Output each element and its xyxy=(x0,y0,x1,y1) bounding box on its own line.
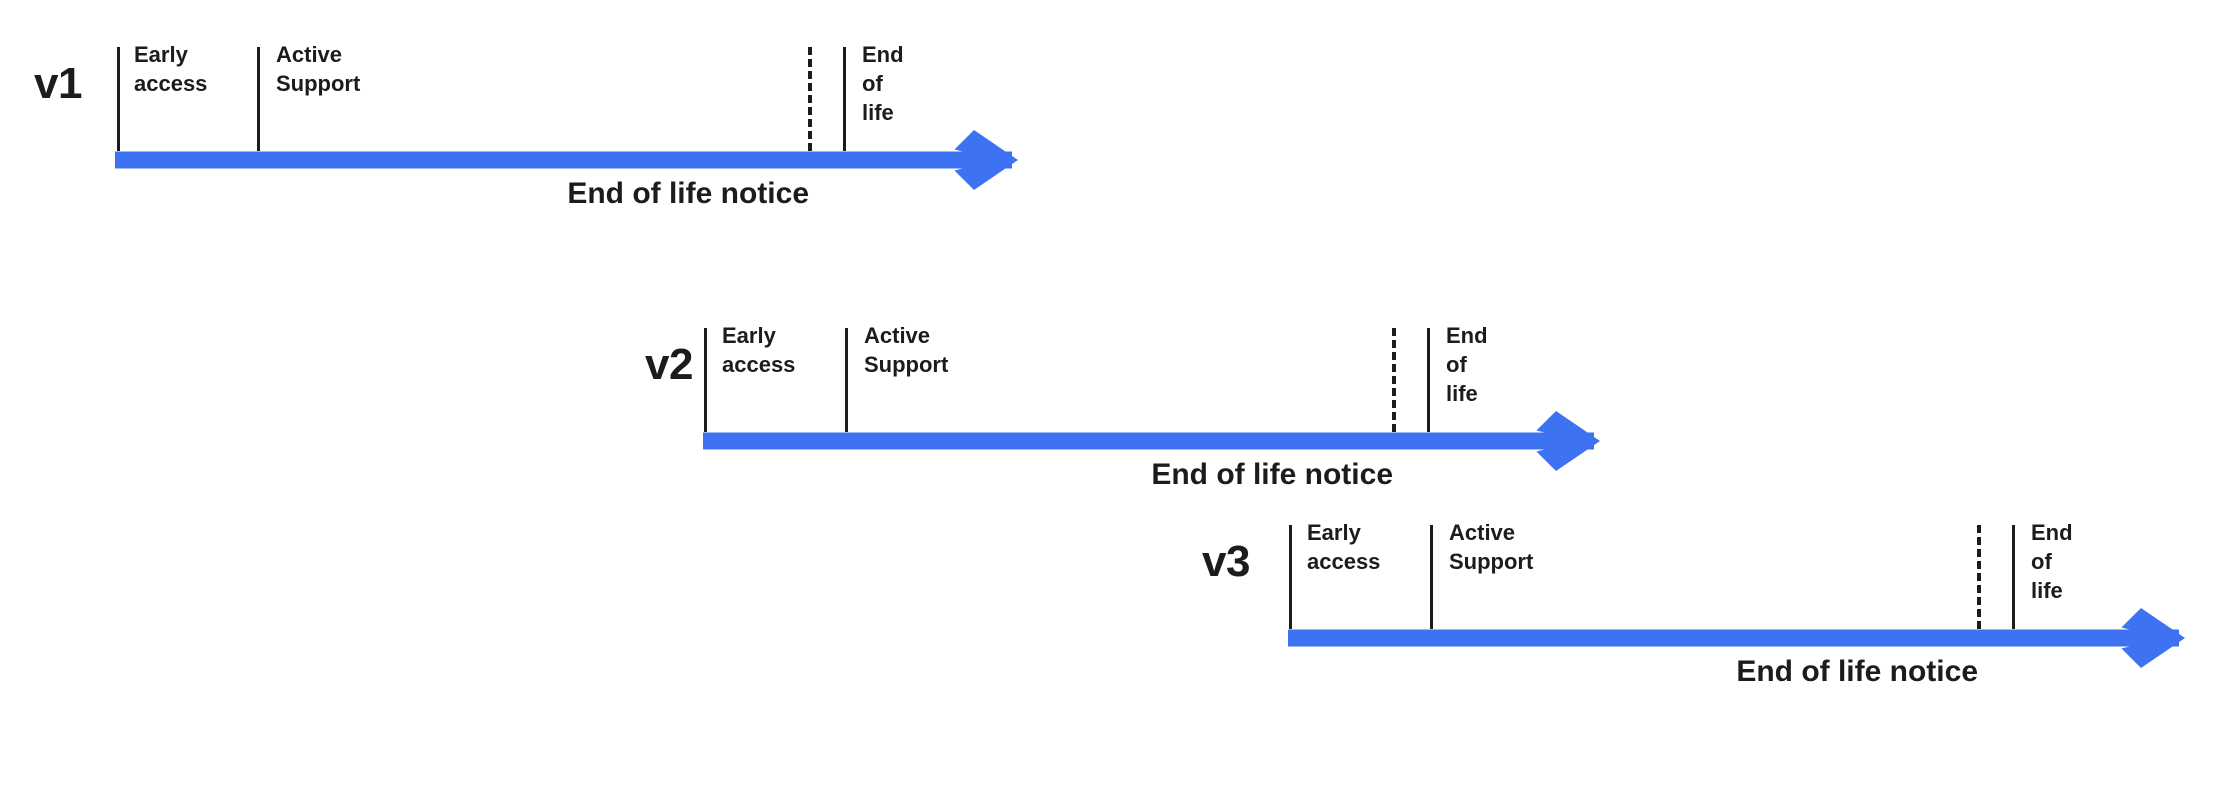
phase-label-end-of-life: End of life xyxy=(2031,520,2073,603)
dashed-end-of-life-notice-marker xyxy=(808,47,812,151)
support-timeline-arrow xyxy=(1288,607,2185,668)
tick-end-of-life-start xyxy=(2012,525,2015,629)
tick-start xyxy=(704,328,707,432)
dashed-end-of-life-notice-marker xyxy=(1392,328,1396,432)
end-of-life-notice-label: End of life notice xyxy=(1736,655,1978,688)
arrow-head xyxy=(2121,607,2185,668)
phase-label-early-access: Early access xyxy=(722,323,796,377)
tick-end-of-life-start xyxy=(1427,328,1430,432)
end-of-life-notice-label: End of life notice xyxy=(567,177,809,210)
arrow-head xyxy=(954,129,1018,190)
phase-label-active-support: Active Support xyxy=(1449,520,1534,574)
end-of-life-notice-label: End of life notice xyxy=(1151,458,1393,491)
arrow-head xyxy=(1536,410,1600,471)
version-label-v3: v3 xyxy=(1202,537,1250,586)
support-timeline-arrow xyxy=(115,129,1018,190)
tick-early-access-end xyxy=(257,47,260,151)
phase-label-active-support: Active Support xyxy=(276,42,361,96)
arrow-shaft xyxy=(1288,629,2179,646)
tick-start xyxy=(1289,525,1292,629)
version-label-v1: v1 xyxy=(34,59,82,108)
tick-start xyxy=(117,47,120,151)
support-timeline-arrow xyxy=(703,410,1600,471)
arrow-shaft xyxy=(703,432,1594,449)
version-label-v2: v2 xyxy=(645,340,693,389)
phase-label-end-of-life: End of life xyxy=(862,42,904,125)
dashed-end-of-life-notice-marker xyxy=(1977,525,1981,629)
tick-end-of-life-start xyxy=(843,47,846,151)
phase-label-active-support: Active Support xyxy=(864,323,949,377)
phase-label-end-of-life: End of life xyxy=(1446,323,1488,406)
tick-early-access-end xyxy=(845,328,848,432)
phase-label-early-access: Early access xyxy=(1307,520,1381,574)
tick-early-access-end xyxy=(1430,525,1433,629)
arrow-shaft xyxy=(115,151,1012,168)
phase-label-early-access: Early access xyxy=(134,42,208,96)
